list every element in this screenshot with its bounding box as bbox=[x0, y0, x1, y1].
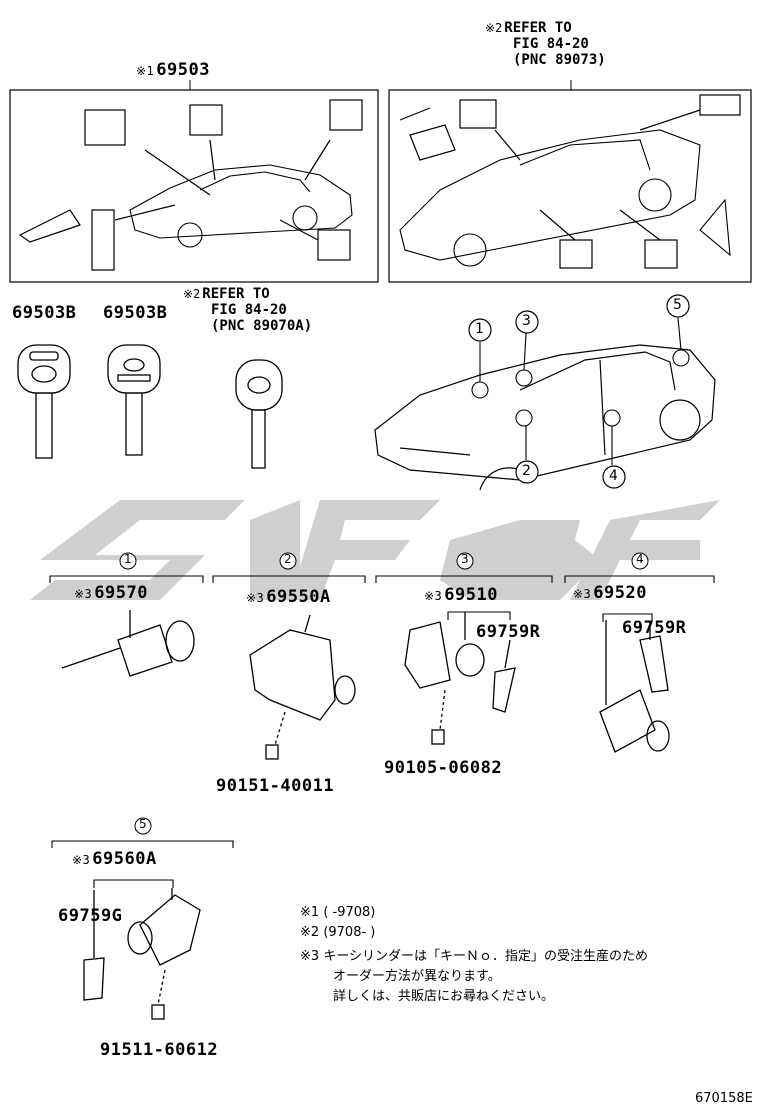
part-sketch-69510 bbox=[404, 612, 516, 745]
key-sketch-2 bbox=[107, 344, 161, 456]
location-markers bbox=[471, 317, 690, 465]
note-mark: ※3 bbox=[74, 587, 93, 601]
location-number: 5 bbox=[673, 297, 682, 313]
main-box bbox=[9, 89, 379, 283]
refer-box bbox=[388, 89, 752, 283]
note-mark: ※2 bbox=[485, 21, 503, 35]
group-brackets bbox=[49, 575, 715, 888]
group-number: 3 bbox=[461, 552, 469, 566]
part-sketch-69560A bbox=[83, 888, 201, 1020]
key-sketch-1 bbox=[17, 344, 71, 459]
part-number: 69510 bbox=[444, 585, 498, 605]
group-number: 4 bbox=[636, 552, 644, 566]
location-number: 4 bbox=[609, 468, 618, 484]
note-mark: ※3 bbox=[72, 853, 91, 867]
sub-label-69759R-a: 69759R bbox=[476, 622, 541, 642]
part-sketch-69520 bbox=[599, 620, 670, 753]
group-number: 5 bbox=[139, 817, 147, 831]
refer-line-3: (PNC 89073) bbox=[513, 52, 606, 68]
part-sketch-69550A bbox=[249, 614, 356, 760]
part-number: 69503 bbox=[156, 60, 210, 80]
location-number: 2 bbox=[522, 463, 531, 479]
note-mark: ※1 bbox=[300, 905, 320, 920]
part-sketch-69570 bbox=[61, 610, 195, 677]
note-mark: ※2 bbox=[183, 287, 201, 301]
figure-id: 670158E bbox=[695, 1091, 753, 1106]
cylinder-sketches-right bbox=[399, 94, 741, 269]
note-2: ※2 (9708- ) bbox=[300, 925, 375, 940]
car-sketch-main bbox=[374, 344, 716, 491]
refer-line-2: FIG 84-20 bbox=[513, 36, 589, 52]
bolt-label-90151-40011: 90151-40011 bbox=[216, 776, 335, 796]
location-circles bbox=[468, 294, 690, 489]
note-3: ※3 キーシリンダーは「キーＮｏ．指定」の受注生産のため bbox=[300, 945, 648, 964]
key-sketch-3 bbox=[235, 359, 283, 469]
refer-line-1: REFER TO bbox=[202, 286, 270, 302]
cylinder-sketches-left bbox=[18, 99, 363, 271]
part-number: 69560A bbox=[92, 849, 157, 869]
note-mark: ※3 bbox=[573, 587, 592, 601]
group-number-circles bbox=[119, 552, 649, 835]
note-3-line-2: オーダー方法が異なります。 bbox=[333, 969, 501, 984]
refer-line-3: (PNC 89070A) bbox=[211, 318, 313, 334]
note-mark: ※3 bbox=[424, 589, 443, 603]
refer-line-2: FIG 84-20 bbox=[211, 302, 287, 318]
note-3-line-3: 詳しくは、共販店にお尋ねください。 bbox=[333, 989, 555, 1004]
note-text: (9708- ) bbox=[323, 925, 376, 940]
group-number: 1 bbox=[124, 552, 132, 566]
sub-label-69759G: 69759G bbox=[58, 906, 123, 926]
note-mark: ※3 bbox=[246, 591, 265, 605]
location-number: 3 bbox=[522, 313, 531, 329]
group-number: 2 bbox=[284, 552, 292, 566]
note-mark: ※2 bbox=[300, 925, 320, 940]
part-number: 69520 bbox=[593, 583, 647, 603]
car-sketch-left bbox=[129, 164, 353, 248]
watermark-logo bbox=[30, 500, 720, 600]
location-number: 1 bbox=[475, 321, 484, 337]
note-text: ( -9708) bbox=[323, 905, 376, 920]
bolt-label-91511-60612: 91511-60612 bbox=[100, 1040, 219, 1060]
car-sketch-right bbox=[399, 129, 731, 267]
key-label-1: 69503B bbox=[12, 303, 77, 323]
note-mark: ※3 bbox=[300, 949, 320, 964]
sub-label-69759R-b: 69759R bbox=[622, 618, 687, 638]
note-mark: ※1 bbox=[136, 64, 155, 78]
part-number: 69570 bbox=[94, 583, 148, 603]
part-number: 69550A bbox=[266, 587, 331, 607]
note-text: キーシリンダーは「キーＮｏ．指定」の受注生産のため bbox=[323, 949, 649, 964]
refer-line-1: REFER TO bbox=[504, 20, 572, 36]
note-1: ※1 ( -9708) bbox=[300, 905, 375, 920]
key-label-2: 69503B bbox=[103, 303, 168, 323]
bolt-label-90105-06082: 90105-06082 bbox=[384, 758, 503, 778]
